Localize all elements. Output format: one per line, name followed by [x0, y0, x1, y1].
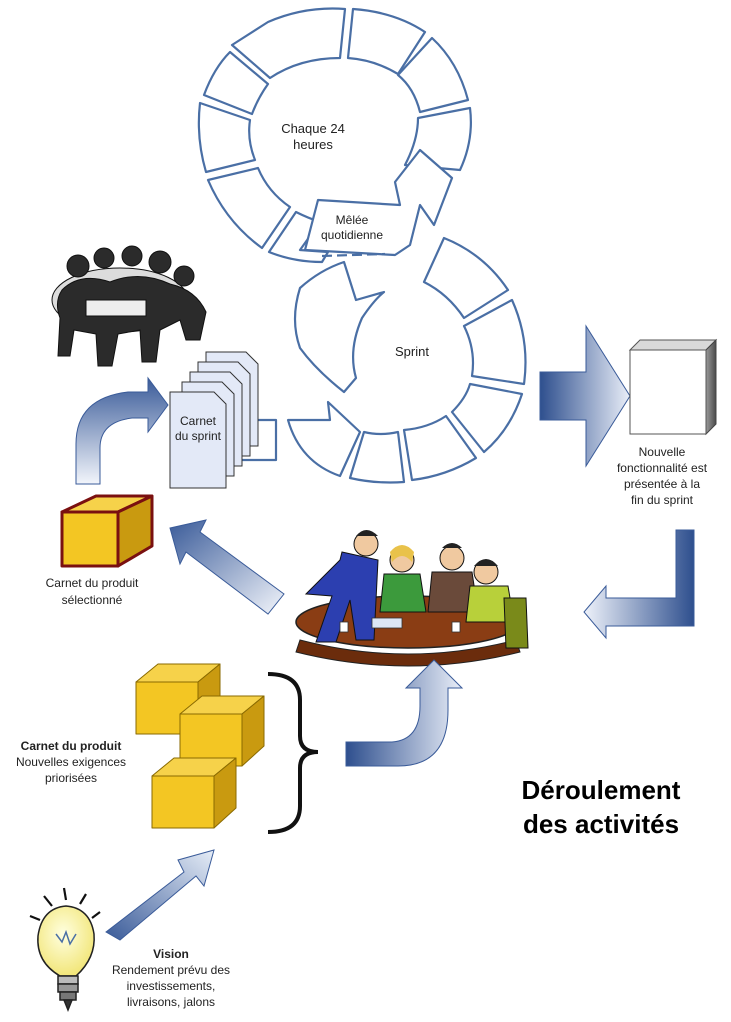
feature-to-meeting-arrow	[583, 529, 695, 640]
new-feature-line2: fonctionnalité est	[616, 461, 708, 475]
new-feature-line4: fin du sprint	[630, 493, 694, 507]
vision-line3: investissements,	[126, 979, 216, 993]
new-feature-line1: Nouvelle	[638, 445, 686, 459]
backlog-bracket	[267, 672, 319, 834]
selected-backlog-line1: Carnet du produit	[45, 576, 139, 590]
sprint-backlog-label: Carnet du sprint	[170, 414, 226, 444]
dashed-link	[321, 252, 386, 258]
daily-cycle-line2: heures	[293, 137, 333, 152]
title-line2: des activités	[522, 809, 680, 839]
sprint-backlog-line1: Carnet	[179, 414, 217, 428]
team-meeting-illustration	[295, 530, 529, 667]
diagram-title: Déroulement des activités	[486, 773, 716, 841]
product-backlog-cubes-icon	[135, 663, 265, 829]
vision-line2: Rendement prévu des	[111, 963, 231, 977]
daily-cycle-label: Chaque 24 heures	[268, 121, 358, 153]
selected-to-sprint-arrow	[75, 376, 169, 485]
product-backlog-label: Carnet du produit Nouvelles exigences pr…	[6, 738, 136, 786]
new-feature-line3: présentée à la	[623, 477, 701, 491]
sprint-label: Sprint	[395, 344, 429, 359]
selected-backlog-line2: sélectionné	[61, 593, 123, 607]
meeting-to-selected-arrow	[169, 519, 285, 615]
selected-backlog-cube-icon	[60, 494, 154, 568]
product-backlog-line3: priorisées	[44, 771, 98, 785]
sprint-backlog-line2: du sprint	[174, 429, 222, 443]
product-backlog-line1: Carnet du produit	[20, 739, 122, 753]
daily-scrum-arrow	[303, 148, 454, 257]
vision-line4: livraisons, jalons	[126, 995, 216, 1009]
product-backlog-line2: Nouvelles exigences	[15, 755, 127, 769]
daily-scrum-line2: quotidienne	[320, 228, 384, 242]
vision-label: Vision Rendement prévu des investissemen…	[92, 946, 250, 1010]
vision-to-backlog-arrow	[105, 849, 215, 941]
feature-cube-icon	[628, 338, 718, 436]
new-feature-label: Nouvelle fonctionnalité est présentée à …	[596, 444, 728, 508]
vision-line1: Vision	[153, 947, 189, 961]
daily-scrum-line1: Mêlée	[335, 213, 369, 227]
title-line1: Déroulement	[521, 775, 681, 805]
light-bulb-icon	[29, 887, 101, 1013]
sprint-to-feature-arrow	[539, 324, 631, 468]
sprint-ring	[234, 236, 527, 484]
sprint-backlog-pages-icon	[169, 351, 259, 489]
selected-backlog-label: Carnet du produit sélectionné	[22, 575, 162, 609]
backlog-to-meeting-arrow	[345, 659, 464, 767]
rugby-scrum-illustration	[51, 245, 207, 367]
daily-scrum-label: Mêlée quotidienne	[312, 213, 392, 243]
daily-cycle-line1: Chaque 24	[281, 121, 345, 136]
